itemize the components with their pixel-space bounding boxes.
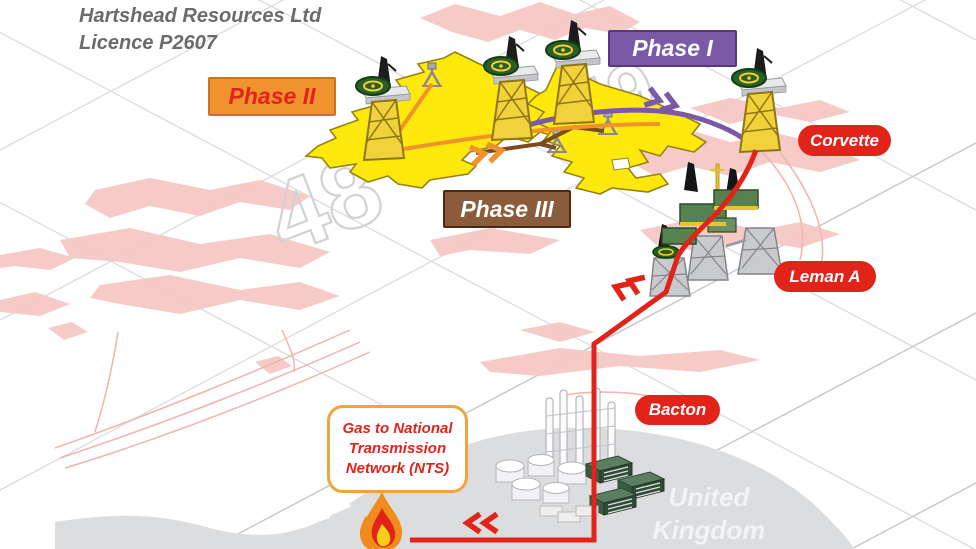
map-title: Hartshead Resources Ltd Licence P2607 [79,3,321,57]
united-kingdom-line2: Kingdom [652,515,766,545]
nts-callout-line3: Network (NTS) [345,460,450,477]
united-kingdom-label: United Kingdom [634,481,784,547]
map-title-line2: Licence P2607 [79,32,217,54]
map-title-line1: Hartshead Resources Ltd [79,5,322,27]
united-kingdom-line1: United [668,482,750,512]
phase1-label: Phase I [608,30,737,67]
bacton-location-badge: Bacton [635,395,720,425]
leman-a-location-badge: Leman A [774,261,876,292]
flame-icon [359,492,403,549]
phase3-label: Phase III [443,190,571,228]
nts-callout-line2: Transmission [348,440,447,457]
nts-callout-box: Gas to National Transmission Network (NT… [327,405,468,493]
corvette-location-badge: Corvette [798,125,891,156]
nts-callout-line1: Gas to National [342,420,453,437]
phase2-label: Phase II [208,77,336,116]
gas-terminal-icon [495,387,665,523]
pipeline-export-red [410,149,759,543]
